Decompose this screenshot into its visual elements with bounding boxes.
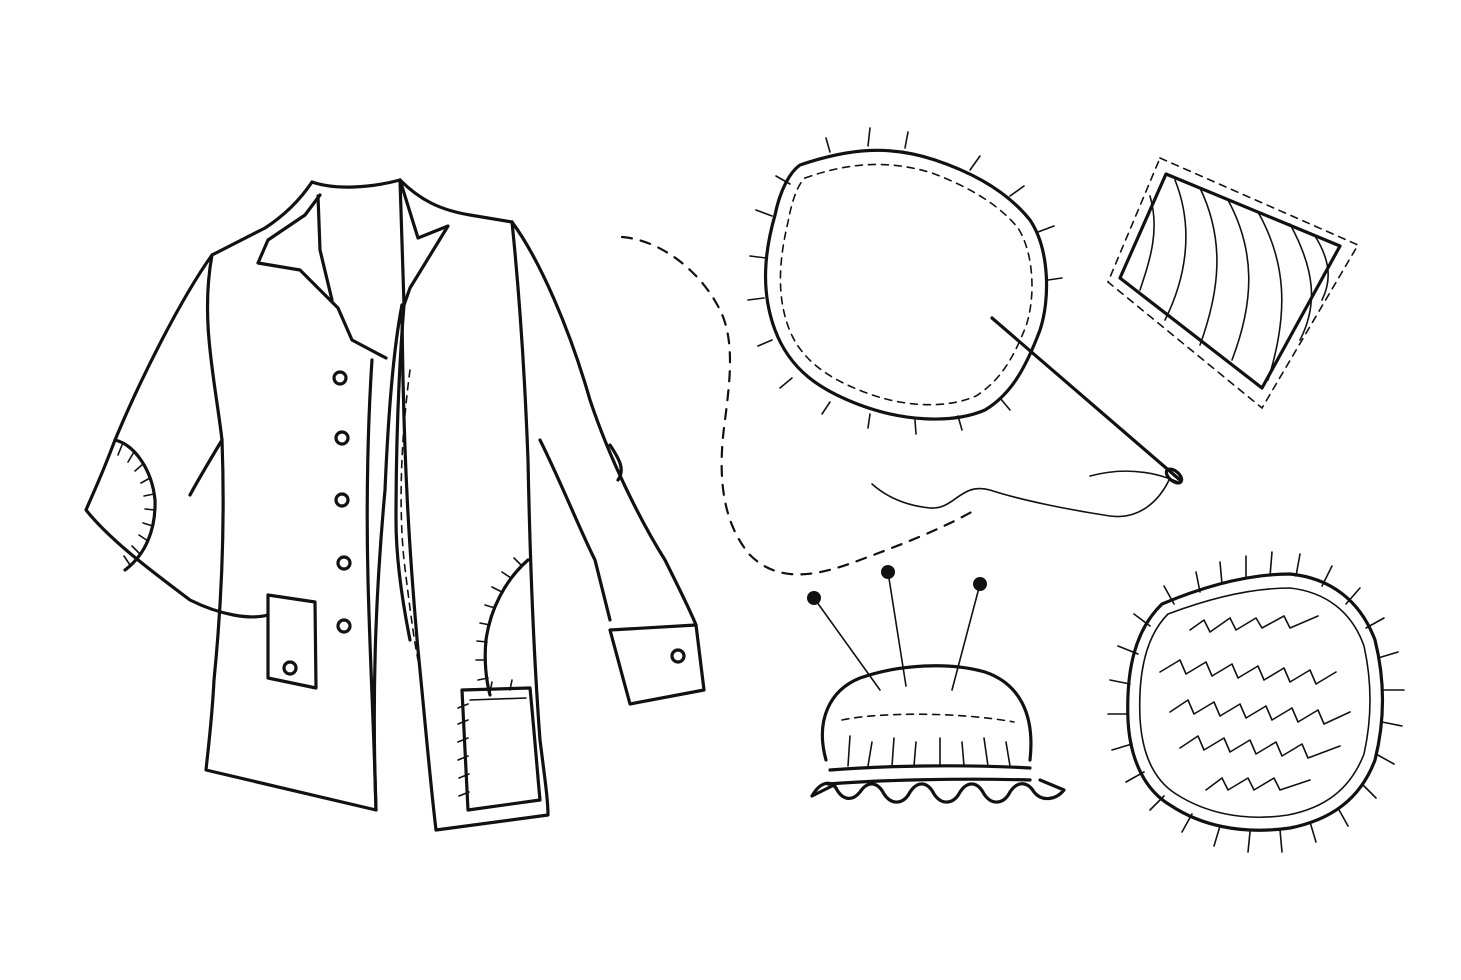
hoop-inner-stitch (779, 163, 1033, 406)
jacket-left-panel (204, 180, 404, 812)
zigzag-patch-outline (1126, 572, 1385, 832)
jacket-placket (365, 358, 378, 812)
hoop-outline (763, 148, 1049, 421)
hip-patch-stitches (475, 557, 523, 681)
jacket-left-sleeve (84, 253, 270, 619)
striped-patch-outline (1118, 172, 1342, 390)
pocket-patch (460, 686, 542, 812)
pin-head (973, 577, 987, 591)
striped-patch-outer-stitch (1107, 156, 1360, 410)
jacket-collar-inner (316, 194, 334, 302)
pin-cushion-gathers (847, 735, 1011, 767)
pocket-patch-inner (469, 697, 527, 701)
pin-cushion-band (828, 764, 1032, 772)
jacket-button (332, 370, 348, 386)
jacket-right-panel (398, 178, 550, 832)
jacket-front-stitch (400, 369, 419, 661)
jacket-right-cuff (608, 623, 706, 706)
embroidery-hoop (747, 127, 1184, 518)
pin-cushion (807, 565, 1066, 804)
jacket-left-cuff (266, 593, 318, 690)
jacket-right-sleeve-inner (538, 438, 612, 622)
needle-thread-tail (1089, 470, 1179, 483)
jacket-collar (310, 178, 406, 307)
jacket-lapel-left (256, 193, 388, 360)
jacket-cuff-button (282, 660, 298, 676)
pin-cushion-dome (820, 664, 1033, 762)
jacket-button (336, 555, 352, 571)
jacket-right-sleeve-fold (608, 443, 623, 482)
pin-cushion-stitch (841, 713, 1015, 723)
hoop-fringe (747, 127, 1063, 435)
jacket-button (334, 492, 350, 508)
jacket-front-edge (394, 303, 412, 642)
striped-patch (1107, 156, 1360, 410)
pin-head (807, 591, 821, 605)
stitching-thread-path (620, 235, 977, 576)
hip-patch (483, 558, 530, 697)
zigzag-patch-inner (1138, 587, 1371, 818)
pin-cushion-ruffle (810, 778, 1066, 804)
needle (990, 316, 1182, 482)
needle-thread (871, 477, 1171, 518)
elbow-patch (113, 438, 157, 572)
jacket-button (334, 430, 350, 446)
pins (807, 565, 987, 691)
jacket-left-sleeve-inner (188, 438, 224, 497)
jacket-right-sleeve (510, 220, 698, 627)
striped-patch-stripes (1139, 179, 1329, 381)
zigzag-patch-fringe (1107, 551, 1405, 853)
jacket-button (336, 618, 352, 634)
elbow-patch-stitches (117, 444, 156, 566)
jacket (84, 178, 706, 832)
zigzag-lines (1159, 615, 1351, 791)
pin-head (881, 565, 895, 579)
jacket-lapel-right (398, 178, 450, 307)
zigzag-patch (1107, 551, 1405, 853)
pin-cushion-band-lower (826, 777, 1032, 786)
jacket-cuff-button (670, 648, 686, 664)
jacket-buttons (332, 370, 352, 634)
